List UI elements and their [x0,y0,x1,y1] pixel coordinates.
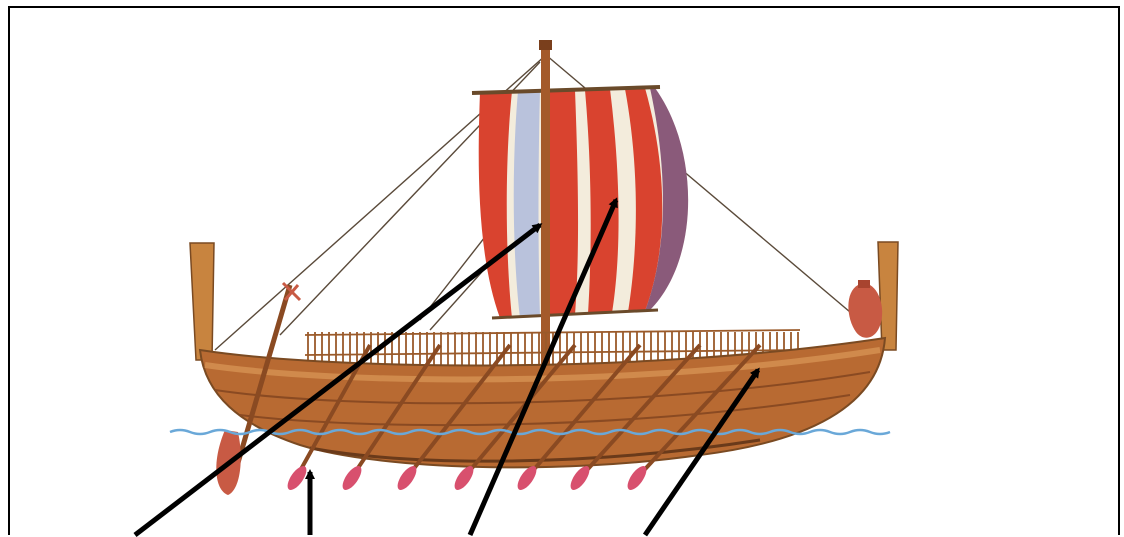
oar-blade [339,463,365,493]
amphora [848,280,882,338]
oar-blade [284,463,310,493]
